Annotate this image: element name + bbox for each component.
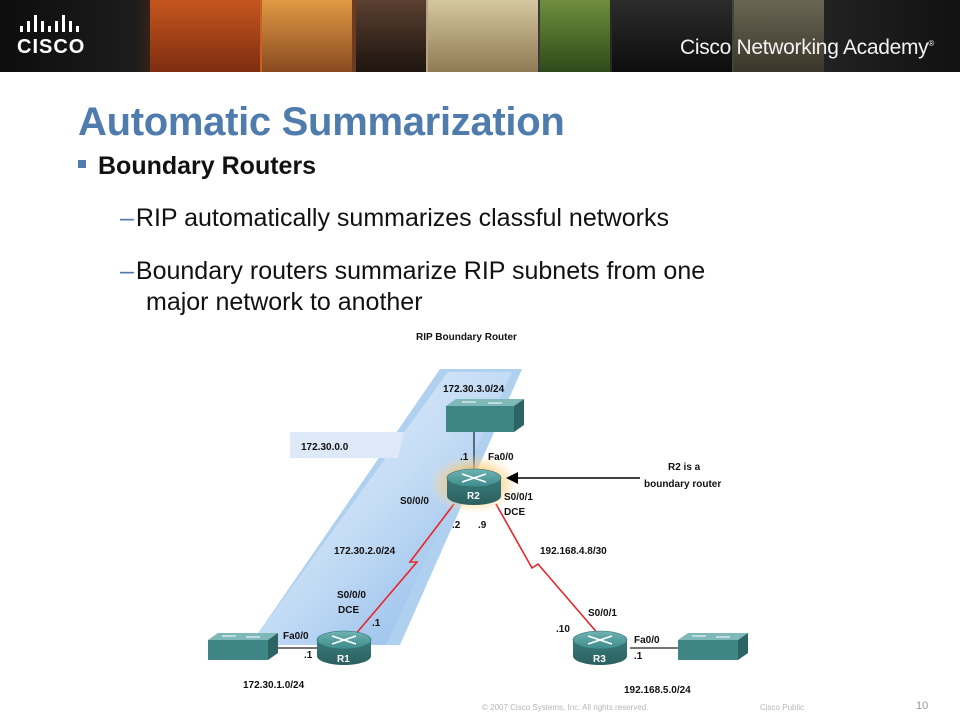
diagram-title: RIP Boundary Router [416,332,517,343]
link-r1-r2-label: 172.30.2.0/24 [334,546,396,557]
page-number: 10 [916,700,929,712]
switch-r1-lan-icon [208,633,278,660]
switch-r2-lan-icon [446,399,524,432]
router-r1-label: R1 [337,654,350,665]
lan-r1-label: 172.30.1.0/24 [243,680,305,691]
cisco-logo-text: CISCO [17,36,86,58]
bullet-boundary-routers: Boundary Routers [78,152,316,181]
bullet-text: Boundary Routers [98,152,317,180]
sub-bullet-1-text: RIP automatically summarizes classful ne… [135,204,669,232]
lan-r3-label: 192.168.5.0/24 [624,685,691,696]
header-banner: CISCO Cisco Networking Academy® [0,0,960,72]
callout-line1: R2 is a [668,462,701,473]
academy-label: Cisco Networking Academy® [680,36,934,60]
slide-title: Automatic Summarization [78,100,565,144]
banner-photo-1 [150,0,260,72]
banner-photo-2 [262,0,352,72]
dash-icon: – [120,204,134,232]
r1-dce-label: DCE [338,605,359,616]
trademark-mark: ® [928,39,934,48]
banner-photo-7 [734,0,824,72]
sub-bullet-2: –Boundary routers summarize RIP subnets … [120,256,880,318]
callout-line2: boundary router [644,479,721,490]
banner-photo-3 [356,0,426,72]
sub-bullet-1: –RIP automatically summarizes classful n… [120,203,669,234]
r3-s001-label: S0/0/1 [588,608,617,619]
router-r1-icon [316,630,372,665]
r1-s000-label: S0/0/0 [337,590,366,601]
router-r2-icon [446,468,502,505]
summary-network-label: 172.30.0.0 [301,442,349,453]
r2-fa-host-label: .1 [460,452,469,463]
r3-host-10-label: .10 [556,624,570,635]
banner-photo-4 [428,0,538,72]
cisco-logo: CISCO [14,10,124,66]
r1-fa-if-label: Fa0/0 [283,631,309,642]
footer-copyright: © 2007 Cisco Systems, Inc. All rights re… [482,703,649,712]
r2-fa-if-label: Fa0/0 [488,452,514,463]
link-r2-r3-label: 192.168.4.8/30 [540,546,607,557]
r2-host-2-label: .2 [452,520,461,531]
dash-icon: – [120,257,134,285]
r1-host-serial-label: .1 [372,618,381,629]
switch-r3-lan-icon [678,633,748,660]
r3-fa-host-label: .1 [634,651,643,662]
r2-host-9-label: .9 [478,520,487,531]
r2-dce-label: DCE [504,507,525,518]
r2-s000-label: S0/0/0 [400,496,429,507]
arrowhead-icon [506,472,518,484]
footer-classification: Cisco Public [760,703,805,712]
router-r3-label: R3 [593,654,606,665]
serial-link-r1-r2 [353,503,455,637]
router-r2-label: R2 [467,491,480,502]
banner-photo-5 [540,0,610,72]
r1-fa-host-label: .1 [304,650,313,661]
r3-fa-if-label: Fa0/0 [634,635,660,646]
summary-area [250,369,522,645]
serial-link-r2-r3 [495,503,601,637]
sub-bullet-2-line1: Boundary routers summarize RIP subnets f… [135,257,706,285]
router-r3-icon [572,630,628,665]
r2-s001-label: S0/0/1 [504,492,533,503]
academy-label-text: Cisco Networking Academy [679,36,929,59]
r2-highlight-glow [428,454,520,514]
banner-photo-6 [612,0,732,72]
bullet-square-icon [78,160,86,169]
lan-r2-label: 172.30.3.0/24 [443,384,505,395]
sub-bullet-2-line2: major network to another [146,288,423,316]
